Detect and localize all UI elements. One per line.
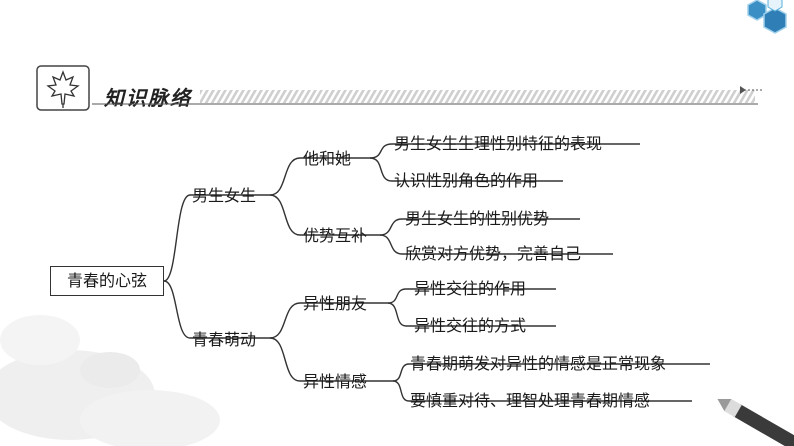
leaf-label: 欣赏对方优势，完善自己 [405,244,582,263]
mindmap-root: 青春的心弦 [50,266,164,296]
flower-watermark [0,315,220,446]
pen-icon [717,399,794,446]
leaf-label: 要慎重对待、理智处理青春期情感 [410,391,651,410]
branch-label-boys-girls: 男生女生 [192,186,257,205]
child-label-he-and-she: 他和她 [303,149,352,168]
leaf-label: 异性交往的作用 [414,279,527,298]
child-label-complementary: 优势互补 [303,226,368,245]
child-label-opposite-sex-friends: 异性朋友 [303,294,368,313]
leaf-label: 异性交往的方式 [414,316,527,335]
maple-leaf-icon [36,65,90,111]
branch-label-youth-awakening: 青春萌动 [192,330,257,349]
leaf-label: 青春期萌发对异性的情感是正常现象 [410,354,667,373]
leaf-label: 男生女生生理性别特征的表现 [394,134,603,153]
child-label-opposite-sex-feelings: 异性情感 [303,372,368,391]
leaf-label: 认识性别角色的作用 [394,171,539,190]
hexagon-decoration [747,0,787,34]
leaf-label: 男生女生的性别优势 [405,209,550,228]
header-title: 知识脉络 [104,86,192,110]
